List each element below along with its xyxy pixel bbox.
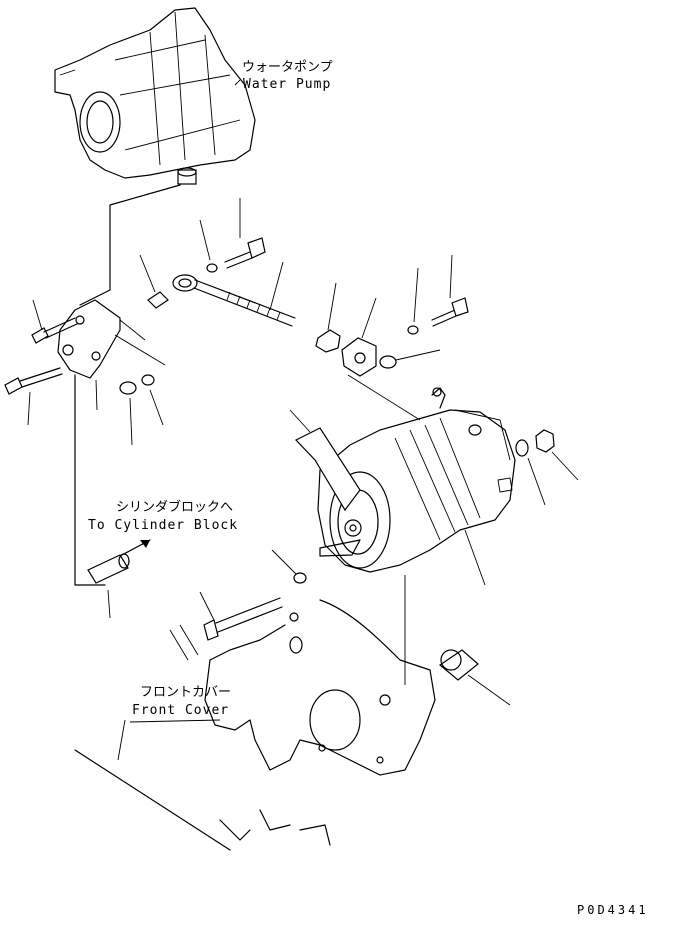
hex-nut [315, 282, 341, 353]
cylinder-block-label-jp: シリンダブロックへ [116, 500, 234, 515]
sleeve-bushing [439, 649, 511, 706]
front-cover [74, 599, 436, 851]
mounting-bracket [57, 184, 181, 411]
adjusting-rod [172, 261, 296, 327]
water-pump-leader [234, 79, 241, 86]
cylinder-block-leader [74, 374, 151, 586]
water-pump-housing [54, 7, 256, 185]
cylinder-block-label-en: To Cylinder Block [88, 518, 239, 533]
left-bolt-lower [4, 367, 63, 426]
water-pump-label-jp: ウォータポンプ [242, 60, 333, 75]
left-bolt-upper [31, 299, 78, 344]
figure-code: P0D4341 [577, 903, 649, 917]
alternator [289, 387, 516, 685]
adjuster-block [341, 297, 441, 421]
top-bolt [199, 198, 266, 273]
spacer-sleeve [87, 553, 130, 619]
water-pump-label-en: Water Pump [243, 77, 332, 92]
right-bolt [407, 254, 469, 335]
bushing [139, 254, 169, 309]
washer-nut-left [119, 374, 164, 446]
long-bolt [169, 549, 307, 661]
front-cover-label-en: Front Cover [132, 703, 230, 718]
washer-nut-right [515, 429, 579, 506]
front-cover-label-jp: フロントカバー [140, 685, 232, 700]
